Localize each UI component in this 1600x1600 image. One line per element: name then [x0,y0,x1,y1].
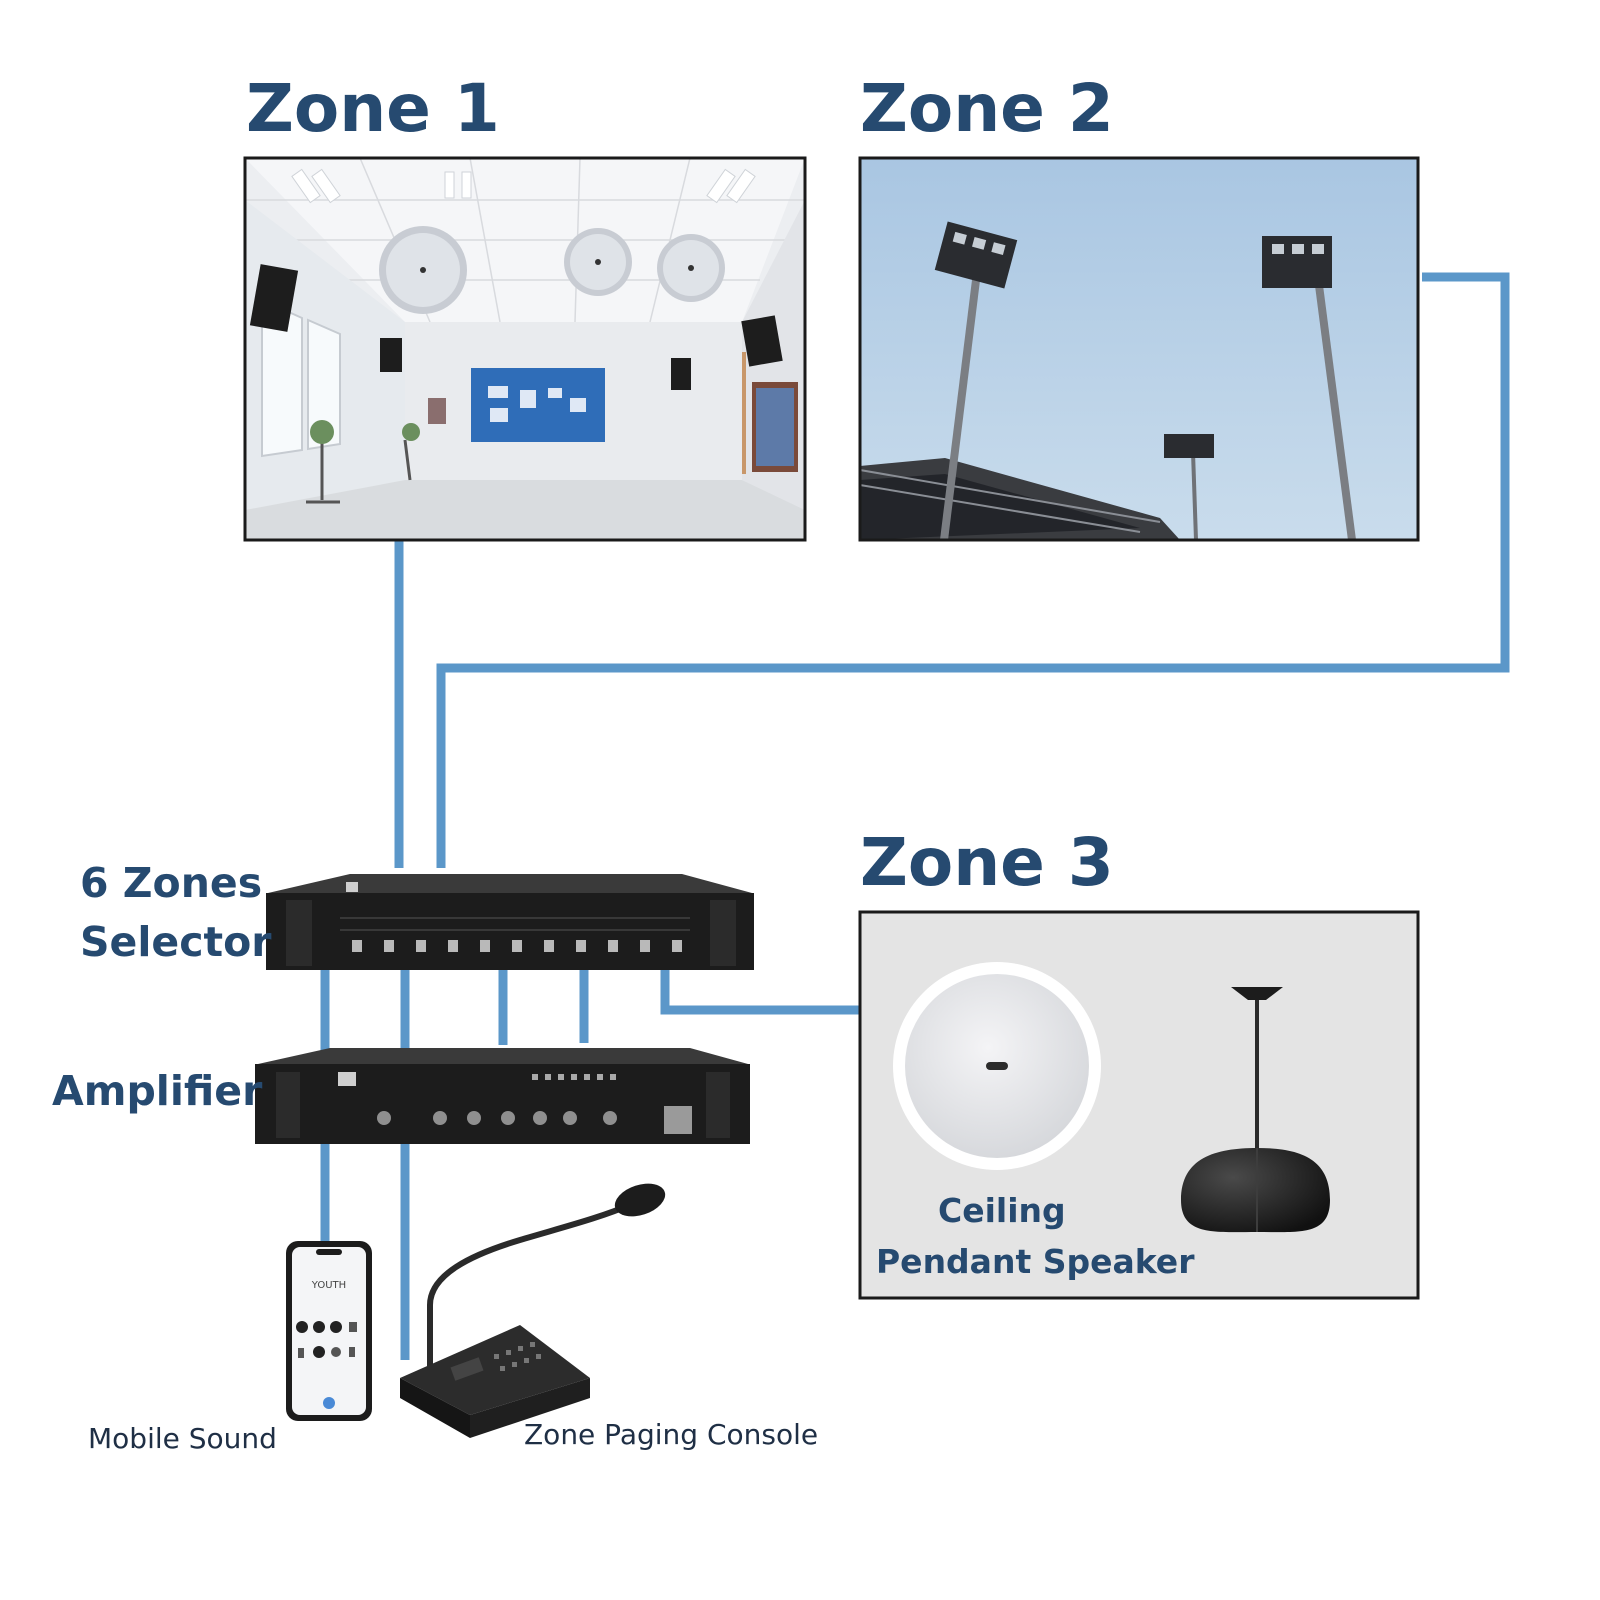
zone1-wall-speaker-right [741,315,783,367]
zone1-board-content [488,386,586,422]
zone1-light-strips [291,168,756,204]
amplifier-label: Amplifier [52,1067,263,1115]
console-base-side [470,1378,590,1438]
zone1-windows [261,298,341,458]
zone1-frame [243,156,807,542]
zone1-ceiling-speaker-1 [379,226,467,314]
console-base-top [400,1325,590,1415]
zone3-caption-line2: Pendant Speaker [876,1242,1195,1282]
zone1-wall-speaker-left-2 [380,338,402,372]
ceiling-speaker-icon [893,962,1101,1170]
console-mic-head [614,1183,666,1217]
mobile-sound-label: Mobile Sound [88,1422,277,1455]
zone1-wall-speaker-right-2 [671,358,691,390]
zone2-frame [858,156,1420,542]
zones-selector-device [266,874,754,970]
selector-top [268,874,752,893]
console-base-front [400,1378,470,1438]
mobile-phone: YOUTH [286,1241,372,1421]
mobile-screen-text: YOUTH [311,1280,346,1291]
zone3-title: Zone 3 [860,824,1114,901]
zone1-floor [245,480,805,540]
zone3-caption: Ceiling Pendant Speaker [876,1185,1194,1287]
amplifier-top [258,1048,748,1064]
pendant-speaker-icon [1181,987,1330,1233]
zone-paging-console-label: Zone Paging Console [524,1418,819,1451]
zone2-panel [858,156,1420,542]
amplifier-device [255,1048,750,1144]
zone3-caption-line1: Ceiling [938,1191,1066,1230]
zone1-small-poster [428,398,446,424]
selector-label-line2: Selector [80,918,272,967]
zone2-light-pole-right [1262,236,1356,541]
mobile-home-indicator [323,1397,335,1409]
paging-console [400,1183,666,1438]
mobile-app-controls [296,1321,357,1358]
zone1-panel [243,156,807,542]
amplifier-knobs [377,1111,617,1125]
zone2-light-pole-left [934,221,1018,541]
console-keys [494,1342,541,1371]
zone2-stand-rails [859,469,1161,533]
zone1-ceiling-speaker-3 [657,234,725,302]
selector-label-line1: 6 Zones [80,859,263,907]
selector-body [266,893,754,970]
selector-grid-lines [340,917,690,931]
zone1-title: Zone 1 [246,70,500,147]
zone1-wall-speaker-left [249,264,299,332]
zone2-light-pole-far [1164,434,1214,541]
mobile-phone-screen [292,1247,366,1415]
zone1-plant-stand [306,439,412,504]
selector-buttons [352,940,682,952]
zone1-ceiling-speaker-2 [564,228,632,296]
zone3-panel [858,910,1420,1300]
selector-label: 6 Zones Selector [80,854,272,973]
amplifier-indicators [532,1074,616,1080]
cable-zone3 [660,970,862,1015]
cable-zone2 [436,272,1510,868]
console-gooseneck [427,1201,634,1378]
zone2-title: Zone 2 [860,70,1114,147]
console-display [450,1357,484,1381]
